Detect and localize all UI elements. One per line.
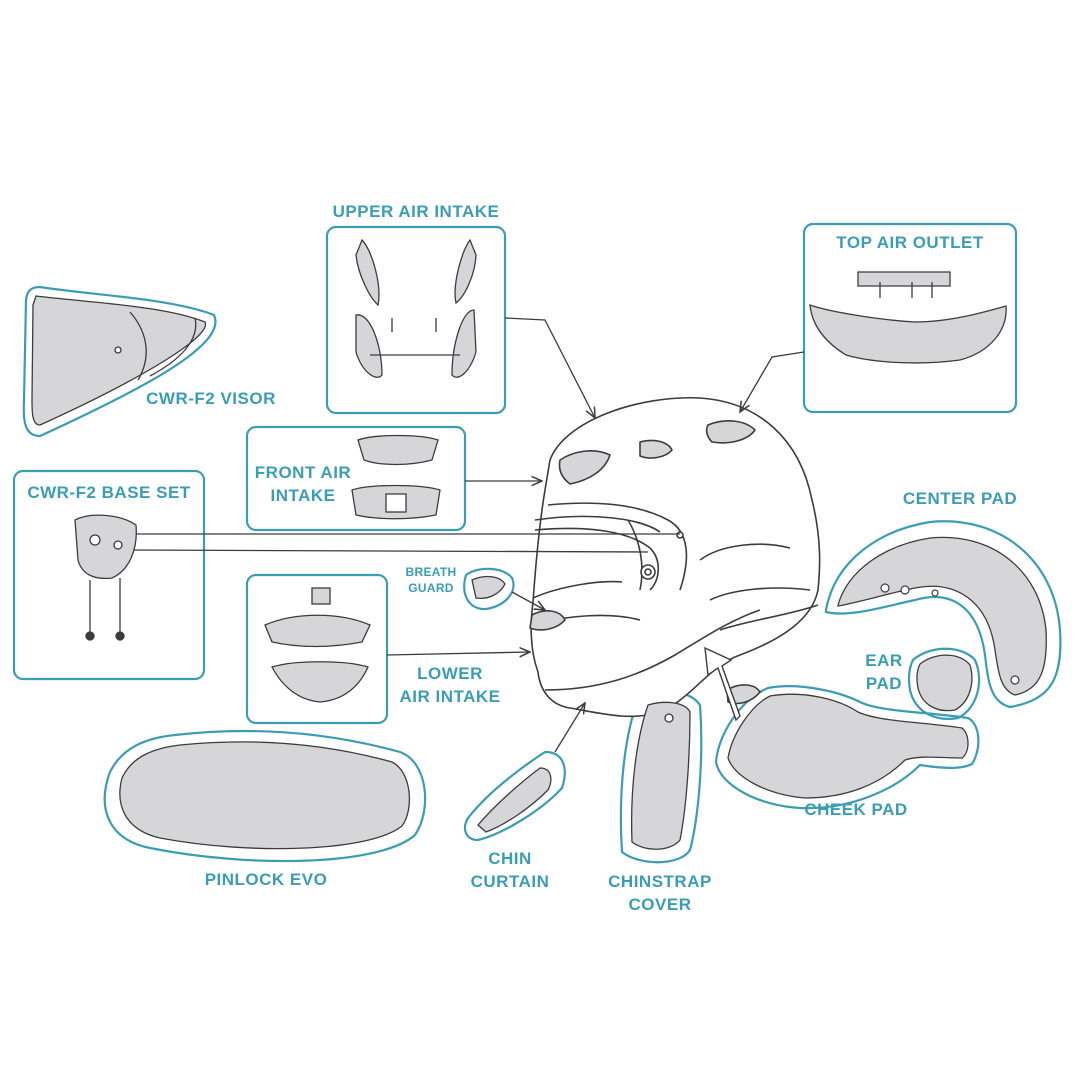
hollow-arrow <box>704 646 741 722</box>
label-top-air-outlet: TOP AIR OUTLET <box>836 233 984 252</box>
label-center-pad: CENTER PAD <box>902 489 1018 508</box>
label-lower-air-intake: LOWER AIR INTAKE <box>390 662 510 708</box>
cheek-pad-part <box>727 693 969 799</box>
label-front-air-intake: FRONT AIR INTAKE <box>248 461 358 507</box>
label-cwr-f2-visor: CWR-F2 VISOR <box>146 389 276 408</box>
helmet-main <box>529 396 821 718</box>
label-ear-pad: EAR PAD <box>855 649 913 695</box>
label-ear-pad-line2: PAD <box>865 674 903 693</box>
label-lower-air-intake-line2: AIR INTAKE <box>399 687 501 706</box>
center-pad-part <box>837 536 1047 696</box>
front-intake-parts <box>351 434 441 520</box>
label-ear-pad-line1: EAR <box>865 651 903 670</box>
label-chinstrap-cover-line1: CHINSTRAP <box>608 872 712 891</box>
helmet-shell <box>530 396 821 718</box>
base-set-frame <box>12 469 206 681</box>
visor-part <box>31 295 207 426</box>
chin-curtain-frame <box>464 750 566 842</box>
label-breath-guard-line2: GUARD <box>408 581 454 595</box>
base-set-parts <box>74 514 137 641</box>
connectors <box>120 317 805 753</box>
pinlock-part <box>119 741 411 850</box>
chin-curtain-part <box>477 767 552 833</box>
label-upper-air-intake: UPPER AIR INTAKE <box>332 202 500 221</box>
label-chinstrap-cover-line2: COVER <box>628 895 692 914</box>
center-pad-holes <box>880 583 1020 685</box>
label-cheek-pad: CHEEK PAD <box>804 800 908 819</box>
label-cwr-f2-base-set: CWR-F2 BASE SET <box>27 483 191 502</box>
lower-intake-parts <box>264 587 371 703</box>
label-chinstrap-cover: CHINSTRAP COVER <box>595 870 725 916</box>
pinlock-frame <box>103 729 427 863</box>
label-breath-guard-line1: BREATH <box>405 565 457 579</box>
upper-air-intake-frame <box>325 225 507 415</box>
top-outlet-parts <box>809 271 1007 364</box>
breath-guard-frame <box>463 567 515 611</box>
center-pad-frame <box>824 520 1062 709</box>
front-air-intake-frame <box>245 425 467 532</box>
ear-pad-frame <box>907 647 981 720</box>
label-pinlock-evo: PINLOCK EVO <box>204 870 328 889</box>
label-chin-curtain: CHIN CURTAIN <box>460 847 560 893</box>
label-chin-curtain-line2: CURTAIN <box>470 872 550 891</box>
cheek-pad-frame <box>714 685 980 810</box>
upper-intake-parts <box>355 238 477 378</box>
label-chin-curtain-line1: CHIN <box>488 849 532 868</box>
top-air-outlet-frame <box>802 222 1018 414</box>
label-front-air-intake-line1: FRONT AIR <box>254 463 352 482</box>
chinstrap-cover-frame <box>619 690 703 864</box>
breath-guard-part <box>471 575 506 600</box>
label-breath-guard: BREATH GUARD <box>398 564 464 596</box>
lower-air-intake-frame <box>245 573 389 725</box>
visor-frame <box>22 285 217 438</box>
ear-pad-part <box>916 654 973 712</box>
label-front-air-intake-line2: INTAKE <box>270 486 336 505</box>
chinstrap-cover-part <box>631 701 691 850</box>
part-frames <box>12 222 1062 864</box>
label-lower-air-intake-line1: LOWER <box>417 664 483 683</box>
